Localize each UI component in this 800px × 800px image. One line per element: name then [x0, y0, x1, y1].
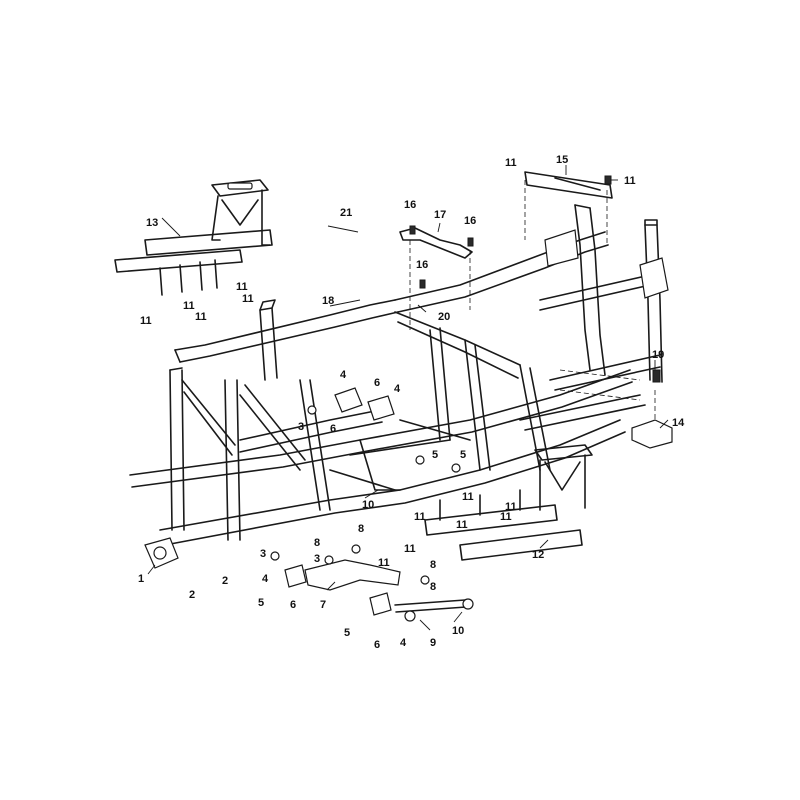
callout-11: 11	[404, 543, 416, 555]
washer	[351, 544, 361, 554]
callout-12: 12	[532, 549, 544, 561]
callout-10: 10	[452, 625, 464, 637]
callout-6: 6	[290, 599, 296, 611]
callout-10: 10	[362, 499, 374, 511]
callout-5: 5	[432, 449, 438, 461]
long-bolt	[394, 599, 467, 613]
engine-bracket	[304, 559, 401, 591]
callout-11: 11	[236, 281, 248, 293]
callout-3: 3	[298, 421, 304, 433]
left-footrest-bracket	[114, 179, 273, 296]
right-footrest-bracket	[424, 444, 593, 561]
callout-11: 11	[195, 311, 207, 323]
part-21-marker	[327, 225, 359, 233]
callout-11: 11	[378, 557, 390, 569]
callout-14: 14	[672, 417, 685, 429]
washer	[420, 575, 430, 585]
rear-side-plate	[544, 229, 579, 267]
footrest-pad-top-left	[227, 182, 253, 190]
callout-18: 18	[322, 295, 334, 307]
engine-mount-lower-left	[284, 564, 307, 588]
bolt-head	[462, 598, 474, 610]
rear-gusset-plate	[639, 257, 669, 299]
callout-21: 21	[340, 207, 352, 219]
washer	[415, 455, 425, 465]
callout-8: 8	[358, 523, 364, 535]
bolt	[652, 369, 661, 383]
callout-11: 11	[505, 501, 517, 513]
callout-16: 16	[416, 259, 428, 271]
callout-11: 11	[462, 491, 474, 503]
callout-11: 11	[140, 315, 152, 327]
callout-3: 3	[314, 553, 320, 565]
callout-11: 11	[242, 293, 254, 305]
callout-5: 5	[460, 449, 466, 461]
callout-20: 20	[438, 311, 450, 323]
callout-17: 17	[434, 209, 446, 221]
engine-mount-lower-right	[369, 592, 392, 616]
engine-mount-upper-left	[334, 387, 363, 413]
bolt	[419, 279, 426, 289]
callout-6: 6	[330, 423, 336, 435]
callout-2: 2	[222, 575, 228, 587]
callout-4: 4	[400, 637, 407, 649]
bolt-nut	[404, 610, 416, 622]
main-frame	[129, 204, 663, 546]
callout-4: 4	[340, 369, 347, 381]
bolt	[467, 237, 474, 247]
pivot-boss	[153, 546, 167, 560]
callout-3: 3	[260, 548, 266, 560]
callout-19: 19	[652, 349, 664, 361]
callout-16: 16	[464, 215, 476, 227]
callout-11: 11	[624, 175, 636, 187]
callout-6: 6	[374, 639, 380, 651]
callout-13: 13	[146, 217, 158, 229]
callout-8: 8	[430, 581, 436, 593]
engine-mount-upper-right	[367, 395, 395, 421]
callout-5: 5	[344, 627, 350, 639]
callout-11: 11	[414, 511, 426, 523]
callout-15: 15	[556, 154, 568, 166]
rear-plate	[631, 419, 673, 449]
callout-6: 6	[374, 377, 380, 389]
washer	[307, 405, 317, 415]
callout-2: 2	[189, 589, 195, 601]
leader-lines	[147, 165, 669, 631]
washer	[451, 463, 461, 473]
callout-1: 1	[138, 573, 144, 585]
reference-lines	[409, 180, 656, 420]
washer	[270, 551, 280, 561]
callout-5: 5	[258, 597, 264, 609]
callout-16: 16	[404, 199, 416, 211]
callout-11: 11	[456, 519, 468, 531]
callout-11: 11	[500, 511, 512, 523]
callouts: 1 2 2 3 3 3 4 4 4 4 5 5 5 5 6 6 6 6 7 8 …	[138, 154, 685, 651]
callout-8: 8	[430, 559, 436, 571]
callout-4: 4	[394, 383, 401, 395]
bolt	[409, 225, 416, 235]
washer	[324, 555, 334, 565]
callout-9: 9	[430, 637, 436, 649]
seat-bracket	[399, 227, 473, 259]
rear-top-bracket	[524, 171, 613, 199]
callout-11: 11	[505, 157, 517, 169]
callout-8: 8	[314, 537, 320, 549]
callout-4: 4	[262, 573, 269, 585]
callout-7: 7	[320, 599, 326, 611]
callout-11: 11	[183, 300, 195, 312]
